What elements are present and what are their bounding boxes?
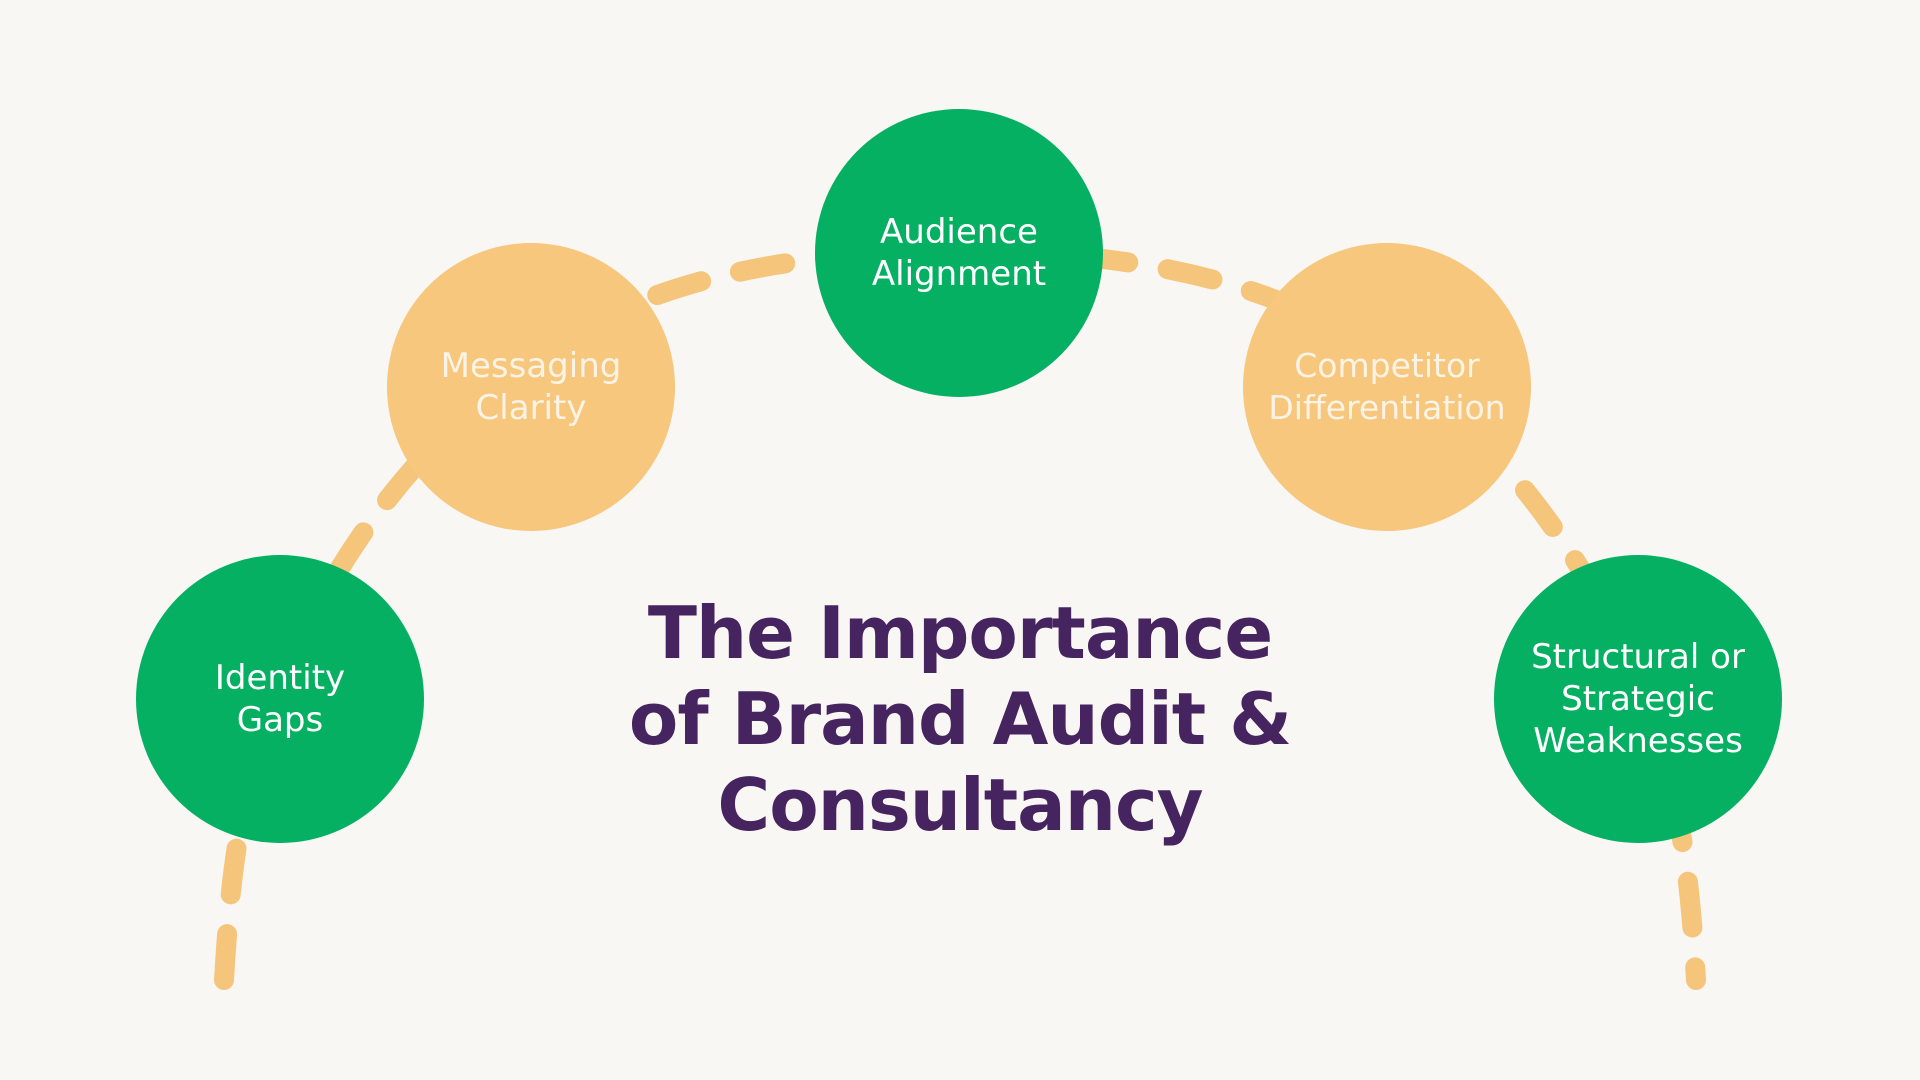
node-competitor-differentiation: Competitor Differentiation	[1243, 243, 1531, 531]
node-label: Identity Gaps	[214, 658, 346, 740]
node-identity-gaps: Identity Gaps	[136, 555, 424, 843]
node-audience-alignment: Audience Alignment	[815, 109, 1103, 397]
node-messaging-clarity: Messaging Clarity	[387, 243, 675, 531]
node-label: Messaging Clarity	[440, 346, 622, 428]
title-line-2: of Brand Audit &	[628, 677, 1292, 761]
diagram-title: The Importance of Brand Audit & Consulta…	[560, 590, 1360, 848]
node-label: Audience Alignment	[871, 212, 1047, 294]
node-label: Structural or Strategic Weaknesses	[1531, 637, 1745, 761]
node-label: Competitor Differentiation	[1268, 346, 1506, 427]
node-structural-strategic-weaknesses: Structural or Strategic Weaknesses	[1494, 555, 1782, 843]
title-line-1: The Importance	[647, 591, 1273, 675]
title-line-3: Consultancy	[717, 763, 1203, 847]
